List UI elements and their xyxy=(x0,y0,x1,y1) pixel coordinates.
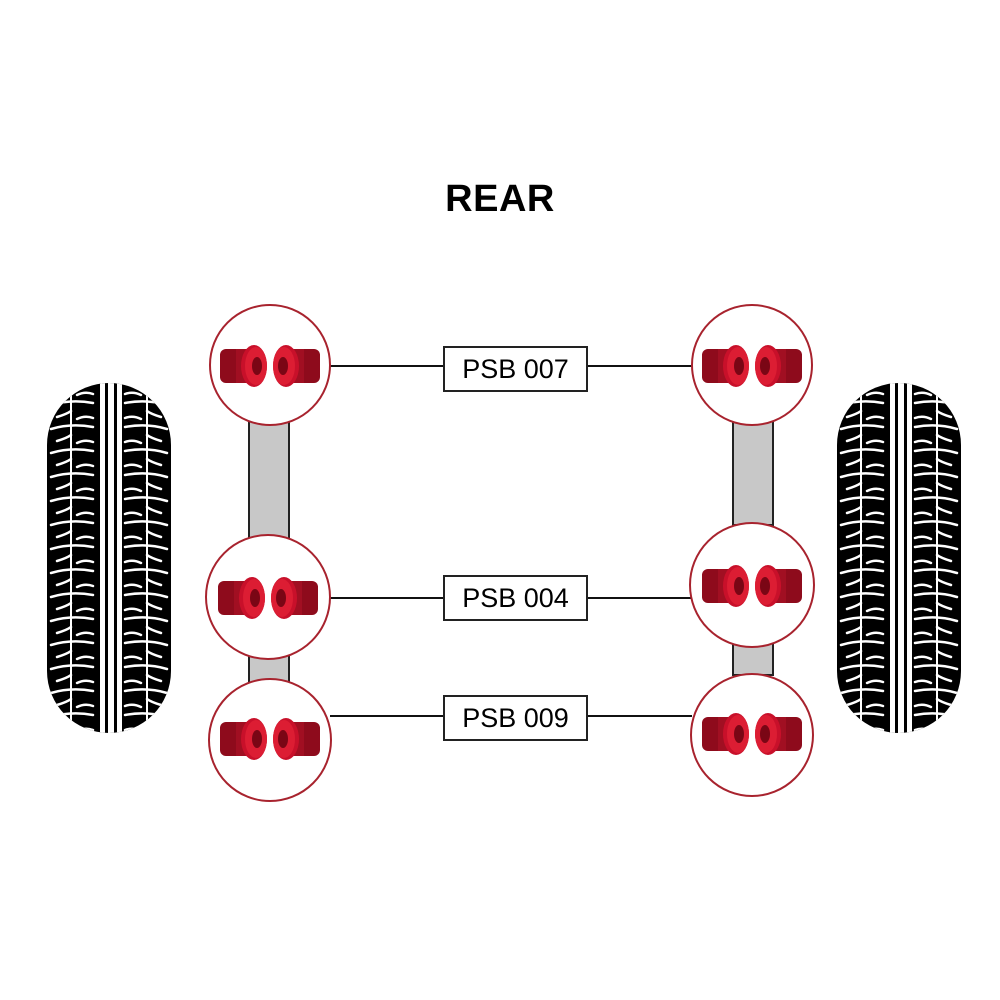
part-label-psb-009: PSB 009 xyxy=(443,695,588,741)
bushing-circle-left-psb-007 xyxy=(209,304,331,426)
left-upper-arm xyxy=(248,419,290,541)
bushing-circle-right-psb-004 xyxy=(689,522,815,648)
right-tire xyxy=(837,383,961,733)
left-tire xyxy=(47,383,171,733)
bushing-circle-right-psb-009 xyxy=(690,673,814,797)
diagram-title: REAR xyxy=(445,178,555,220)
tire-tread-icon xyxy=(47,383,171,733)
bushing-circle-right-psb-007 xyxy=(691,304,813,426)
right-upper-arm xyxy=(732,419,774,526)
bushing-circle-left-psb-009 xyxy=(208,678,332,802)
part-label-psb-007: PSB 007 xyxy=(443,346,588,392)
tire-tread-icon xyxy=(837,383,961,733)
bushing-circle-left-psb-004 xyxy=(205,534,331,660)
part-label-psb-004: PSB 004 xyxy=(443,575,588,621)
